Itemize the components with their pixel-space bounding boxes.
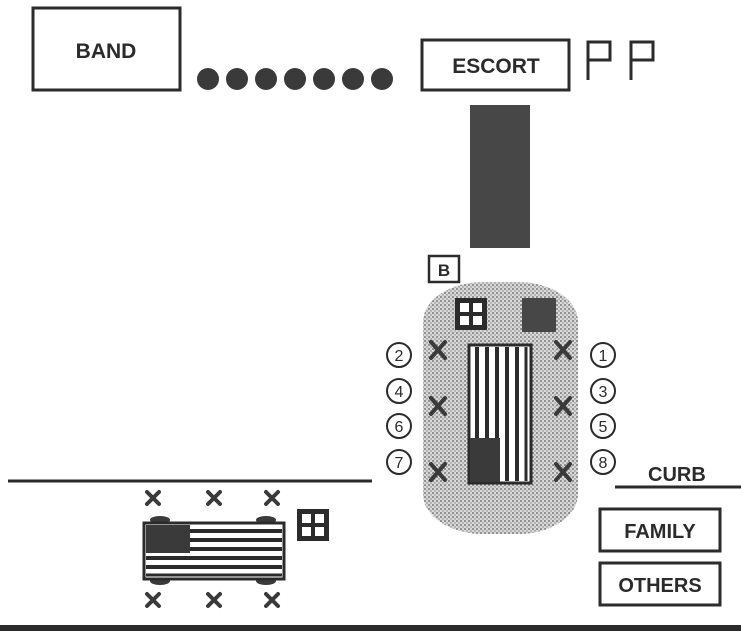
circled-number-icon: [590, 342, 616, 368]
circled-number-icon: [590, 449, 616, 475]
band-label: BAND: [76, 40, 137, 63]
circled-number-icon: [386, 413, 412, 439]
pallbearer-marks: [429, 340, 572, 482]
circled-number-icon: [386, 342, 412, 368]
marchers-row: [197, 68, 393, 90]
position-number: 2: [395, 348, 404, 365]
four-square-icon: [297, 509, 329, 541]
left-position-numbers: 2 4 6 7: [395, 348, 404, 472]
position-number: 1: [599, 348, 608, 365]
dot-icon: [226, 68, 248, 90]
flag-canton: [470, 438, 500, 482]
x-mark-icon: [554, 462, 572, 482]
band-group: BAND: [31, 6, 182, 92]
position-number: 3: [599, 384, 608, 401]
circled-number-icon: [386, 449, 412, 475]
bearer-marker: B: [427, 254, 461, 284]
x-mark-icon: [429, 340, 447, 360]
x-mark-icon: [145, 592, 161, 608]
others-box: [598, 561, 722, 607]
right-position-numbers: 1 3 5 8: [599, 348, 608, 472]
position-number: 4: [395, 384, 404, 401]
x-mark-icon: [264, 592, 280, 608]
curb-label: CURB: [648, 464, 706, 486]
x-mark-icon: [429, 462, 447, 482]
others-label: OTHERS: [618, 575, 701, 597]
position-number: 5: [599, 419, 608, 436]
bearer-box: [427, 254, 461, 284]
escort-label: ESCORT: [452, 55, 540, 78]
dot-icon: [197, 68, 219, 90]
flag-canton: [146, 525, 190, 553]
x-mark-icon: [554, 396, 572, 416]
circled-number-icon: [590, 413, 616, 439]
bearer-label: B: [438, 261, 450, 280]
band-box: [31, 6, 182, 92]
escort-box: [420, 38, 571, 92]
circled-number-icon: [386, 378, 412, 404]
dark-square-marker: [522, 298, 556, 332]
dot-icon: [255, 68, 277, 90]
position-number: 8: [599, 455, 608, 472]
flags: [586, 40, 655, 80]
position-number: 6: [395, 419, 404, 436]
dot-icon: [342, 68, 364, 90]
dot-icon: [313, 68, 335, 90]
right-positions: [590, 342, 616, 475]
x-mark-icon: [554, 340, 572, 360]
x-mark-icon: [206, 592, 222, 608]
hearse-block: [470, 105, 530, 248]
family-label: FAMILY: [624, 521, 696, 543]
x-mark-icon: [264, 490, 280, 506]
others-group: OTHERS: [598, 561, 722, 607]
escort-group: ESCORT: [420, 38, 571, 92]
x-mark-icon: [206, 490, 222, 506]
lower-x-marks: [145, 490, 280, 608]
four-square-icon: [455, 298, 487, 330]
caisson-vehicle: [142, 516, 286, 585]
left-positions: [386, 342, 412, 475]
x-mark-icon: [429, 396, 447, 416]
dot-icon: [284, 68, 306, 90]
x-mark-icon: [145, 490, 161, 506]
flag-draped-casket: [467, 343, 533, 485]
flag-icon: [629, 40, 655, 80]
family-group: FAMILY: [598, 507, 722, 553]
family-box: [598, 507, 722, 553]
flag-icon: [586, 40, 612, 80]
circled-number-icon: [590, 378, 616, 404]
position-number: 7: [395, 455, 404, 472]
dot-icon: [371, 68, 393, 90]
